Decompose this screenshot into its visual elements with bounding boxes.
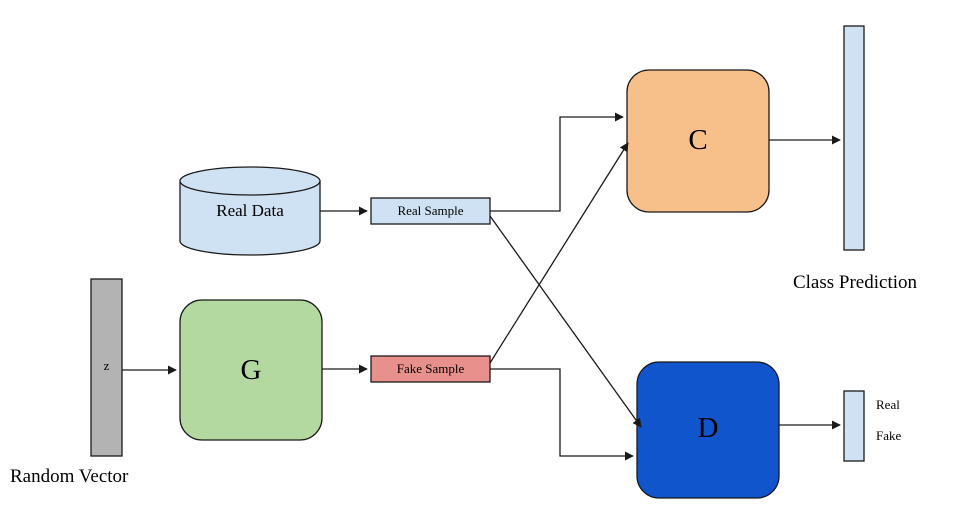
discriminator-block	[636, 361, 780, 499]
edge-real-sample-to-classifier	[490, 112, 624, 212]
random-vector-bar	[90, 278, 123, 457]
classifier-block	[626, 69, 770, 213]
real-fake-bar	[843, 390, 865, 462]
fake-sample-box	[370, 355, 491, 383]
generator-block	[179, 299, 323, 441]
edge-real-sample-to-discriminator	[489, 215, 642, 428]
edge-fake-sample-to-classifier	[489, 142, 629, 364]
real-data-cylinder	[179, 166, 321, 256]
real-sample-box	[370, 197, 491, 225]
edge-fake-sample-to-discriminator	[490, 368, 634, 461]
class-prediction-bar	[843, 25, 865, 251]
